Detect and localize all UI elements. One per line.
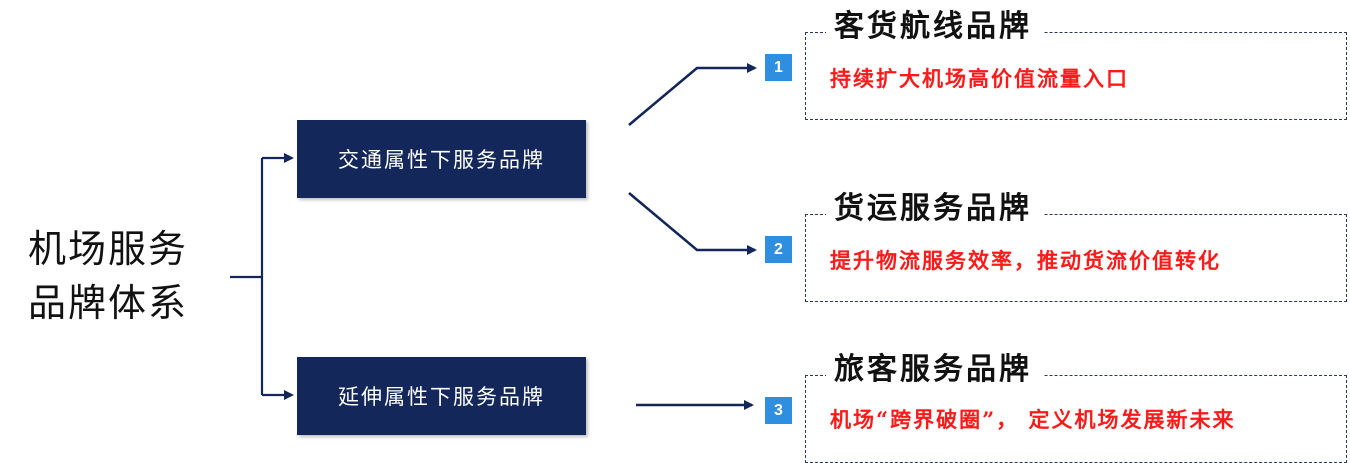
number-badge-1: 1 <box>765 54 792 81</box>
arrow-to-brand-1 <box>628 63 757 126</box>
arrow-to-brand-2 <box>628 192 757 255</box>
brand-card-2: 货运服务品牌 提升物流服务效率，推动货流价值转化 <box>805 189 1347 302</box>
brand-title: 旅客服务品牌 <box>826 350 1044 390</box>
brand-description: 机场“跨界破圈”， 定义机场发展新未来 <box>830 407 1236 432</box>
root-title: 机场服务 品牌体系 <box>28 222 228 330</box>
branch-box-traffic: 交通属性下服务品牌 <box>297 120 586 198</box>
brand-card-3: 旅客服务品牌 机场“跨界破圈”， 定义机场发展新未来 <box>805 350 1347 463</box>
brand-description: 持续扩大机场高价值流量入口 <box>830 66 1129 91</box>
brand-description: 提升物流服务效率，推动货流价值转化 <box>830 248 1221 273</box>
brand-card-1: 客货航线品牌 持续扩大机场高价值流量入口 <box>805 7 1347 120</box>
root-title-line-2: 品牌体系 <box>28 281 189 325</box>
brand-title: 货运服务品牌 <box>826 189 1044 229</box>
branch-box-extension: 延伸属性下服务品牌 <box>297 357 586 435</box>
number-badge-2: 2 <box>765 236 792 263</box>
root-title-line-1: 机场服务 <box>28 227 189 271</box>
brand-title: 客货航线品牌 <box>826 7 1044 47</box>
number-badge-3: 3 <box>765 397 792 424</box>
